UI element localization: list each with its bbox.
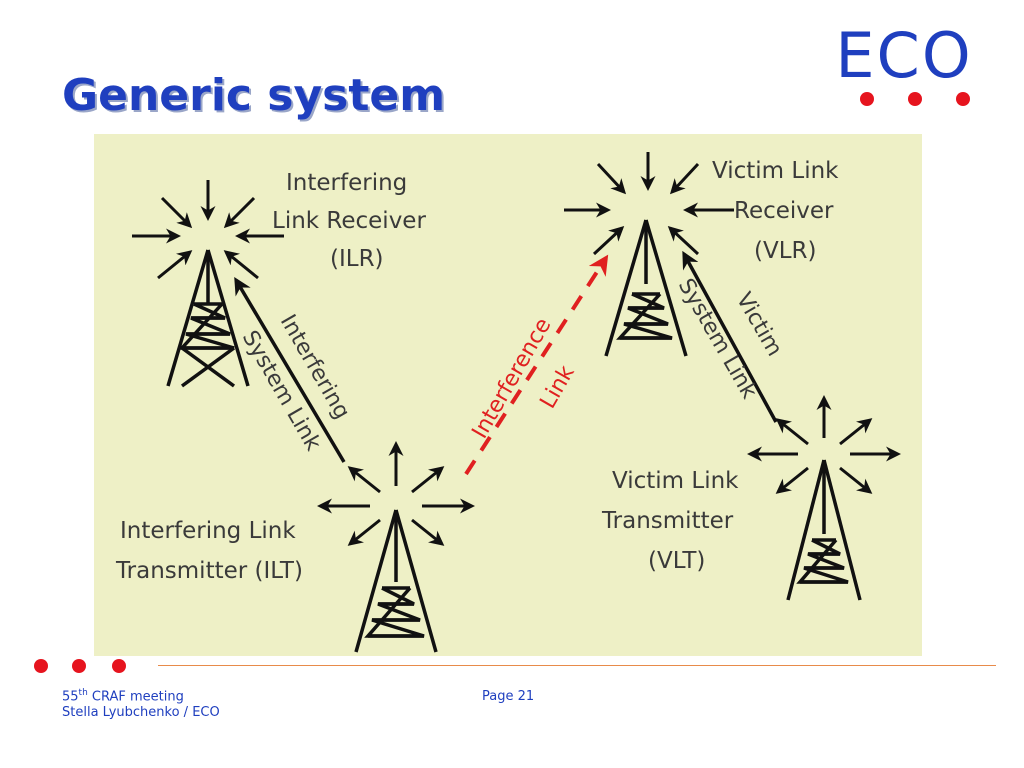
tower-icon [786, 459, 862, 601]
ilr-tower [132, 180, 284, 388]
vlt-tower [747, 395, 901, 601]
meeting-name: CRAF meeting [87, 689, 184, 705]
tower-icon [604, 219, 688, 357]
ilr-label-line1: Interfering [286, 170, 407, 196]
footer-divider [158, 665, 996, 666]
incoming-arrows-icon [132, 180, 284, 280]
system-diagram: Interfering Link Receiver (ILR) Victim L… [94, 134, 922, 656]
ilt-tower [317, 441, 475, 653]
tower-icon [166, 249, 250, 388]
ilt-label-line1: Interfering Link [120, 518, 296, 544]
footer-meeting: 55th CRAF meeting [62, 688, 184, 704]
logo-dot [956, 92, 970, 106]
outgoing-arrows-icon [317, 441, 475, 546]
footer-author: Stella Lyubchenko / ECO [62, 705, 220, 720]
victim-link-label-line1: Victim [731, 289, 787, 361]
ilr-label-line3: (ILR) [330, 246, 384, 272]
slide-title: Generic system [62, 70, 446, 121]
interference-link-arrow [464, 254, 609, 476]
vlt-label-line1: Victim Link [612, 468, 739, 494]
footer-dot [112, 659, 126, 673]
logo-dot [908, 92, 922, 106]
interference-link-label-line1: Interference [468, 314, 557, 443]
vlr-label-line1: Victim Link [712, 158, 839, 184]
vlr-label-line2: Receiver [734, 198, 834, 224]
eco-logo-text: ECO [835, 19, 973, 92]
eco-logo: ECO [824, 22, 984, 112]
footer-dot [34, 659, 48, 673]
ilt-label-line2: Transmitter (ILT) [115, 558, 303, 584]
vlt-label-line2: Transmitter [601, 508, 734, 534]
tower-icon [354, 509, 438, 653]
logo-dot [860, 92, 874, 106]
meeting-suffix: th [78, 688, 88, 698]
footer-page-number: Page 21 [482, 689, 535, 704]
outgoing-arrows-icon [747, 395, 901, 494]
interference-link-label-line2: Link [536, 361, 580, 413]
vlr-tower [564, 152, 734, 357]
meeting-number: 55 [62, 689, 79, 705]
ilr-label-line2: Link Receiver [272, 208, 426, 234]
incoming-arrows-icon [564, 152, 734, 256]
vlr-label-line3: (VLR) [754, 238, 816, 264]
footer-dot [72, 659, 86, 673]
diagram-canvas: Interfering Link Receiver (ILR) Victim L… [115, 152, 901, 653]
interfering-system-link-arrow [234, 276, 346, 463]
vlt-label-line3: (VLT) [648, 548, 705, 574]
victim-system-link-arrow [682, 250, 778, 423]
